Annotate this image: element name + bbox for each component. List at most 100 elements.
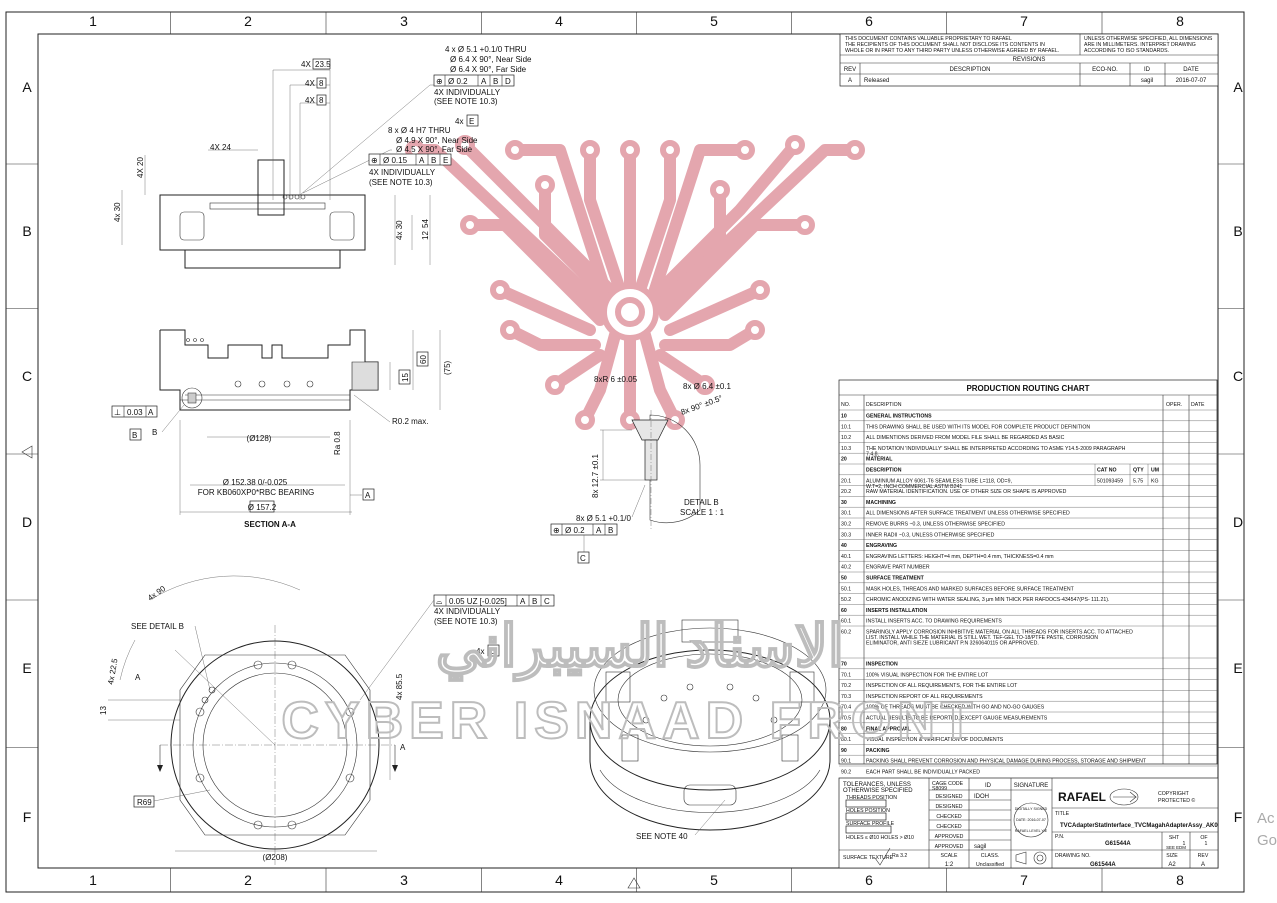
stamp-sub: RAFAEL LEVEL Y/E [1015, 829, 1048, 833]
routing-row-desc: ALUMINIUM ALLOY 6061-T6 SEAMLESS TUBE L=… [866, 478, 1012, 490]
perp-tol: 0.03 [127, 408, 143, 417]
surface-texture-ra: Ra 3.2 [892, 853, 907, 859]
routing-row-qty: 5.75 [1133, 478, 1143, 484]
id-label: ID [985, 783, 992, 789]
copyright-label: COPYRIGHT [1158, 791, 1190, 797]
routing-row-no: 90.1 [841, 759, 851, 765]
routing-row-no: 10.3 [841, 446, 851, 452]
sheet-value: 1 [1183, 841, 1186, 847]
detail-fcf-b: B [608, 526, 613, 535]
individually-label-3: 4X INDIVIDUALLY [434, 607, 501, 616]
radius-note: R0.2 max. [392, 417, 428, 426]
routing-row-no: 30.3 [841, 532, 851, 538]
top-dim-4x-c: 4X [305, 96, 315, 105]
section-cut-a-right: A [400, 743, 406, 752]
of-label: OF [1200, 835, 1207, 841]
role-label: CHECKED [936, 814, 962, 820]
tolerances-line-2: OTHERWISE SPECIFIED [843, 788, 913, 794]
dim-13: 13 [99, 706, 108, 715]
role-label: APPROVED [935, 834, 964, 840]
profile-c: C [544, 597, 550, 606]
routing-row-no: 40.1 [841, 554, 851, 560]
dim-15: 15 [401, 373, 410, 382]
rev-row-desc: Released [864, 78, 889, 84]
routing-row-desc: EACH PART SHALL BE INDIVIDUALLY PACKED [866, 770, 980, 776]
zone-col-top-5: 5 [710, 13, 718, 29]
datum-d: D [490, 647, 496, 656]
zone-col-bottom-3: 3 [400, 872, 408, 888]
fcf2-tol: Ø 0.15 [383, 156, 408, 165]
holes-size-label: HOLES ≤ Ø10 HOLES > Ø10 [846, 835, 914, 841]
zone-row-right-F: F [1234, 809, 1243, 825]
routing-row-no: 90 [841, 748, 847, 754]
detail-b-marker: B [152, 428, 157, 437]
top-dim-23-5: 23.5 [315, 60, 331, 69]
far-side-callout: Ø 6.4 X 90°, Far Side [450, 65, 527, 74]
corner-overlay-text: Ac Go [1257, 808, 1277, 852]
detail-label: DETAIL B [684, 498, 719, 507]
zone-col-top-2: 2 [244, 13, 252, 29]
zone-row-right-E: E [1233, 660, 1242, 676]
zone-row-left-C: C [22, 368, 32, 384]
watermark-latin: CYBER ISNAAD FRONT [281, 692, 978, 750]
dim-d128: (Ø128) [247, 434, 272, 443]
proprietary-line-1: THIS DOCUMENT CONTAINS VALUABLE PROPRIET… [845, 36, 1012, 42]
see-edm-label: SEE EDM [1166, 845, 1186, 850]
routing-row-no: 80 [841, 726, 847, 732]
drawing-title: TVCAdapterStatInterface_TVCMagahAdapterA… [1060, 823, 1218, 829]
routing-row-desc: ACTUAL RESULTS TO BE REPORTED, EXCEPT GA… [866, 716, 1048, 722]
circuit-watermark-icon [405, 135, 865, 430]
units-line-2: ARE IN MILLIMETERS. INTERPRET DRAWING [1084, 42, 1196, 48]
cage-code-label: CAGE CODE [932, 781, 964, 787]
routing-row-cat: 501093459 [1097, 478, 1123, 484]
routing-row-no: 60 [841, 608, 847, 614]
fcf-datum-a: A [481, 77, 487, 86]
near2-callout: Ø 4.9 X 90°, Near Side [396, 136, 478, 145]
zone-col-bottom-4: 4 [555, 872, 563, 888]
size-label: SIZE [1166, 853, 1178, 859]
proprietary-line-3: WHOLE OR IN PART TO ANY THIRD PARTY UNLE… [845, 48, 1059, 54]
zone-col-top-1: 1 [89, 13, 97, 29]
zone-row-left-E: E [22, 660, 31, 676]
routing-row-no: 20 [841, 457, 847, 463]
routing-row-desc: DESCRIPTION [866, 468, 902, 474]
routing-row-um: UM [1151, 468, 1159, 474]
dim-60: 60 [419, 355, 428, 364]
outer-frame [5, 11, 1245, 893]
rev-row-date: 2016-07-07 [1176, 78, 1207, 84]
center-mark-left-icon [21, 445, 33, 459]
zone-col-top-3: 3 [400, 13, 408, 29]
routing-row-no: 50 [841, 576, 847, 582]
routing-row-desc: RAW MATERIAL IDENTIFICATION. USE OF OTHE… [866, 489, 1067, 495]
detail-b-view: 8xR 6 ±0.05 8x Ø 6.4 ±0.1 8x 90° ±0.5° 8… [550, 375, 732, 564]
see-note-40: SEE NOTE 40 [636, 832, 688, 841]
detail-fcf-a: A [596, 526, 602, 535]
see-note-label: (SEE NOTE 10.3) [434, 97, 498, 106]
scale-value: 1:2 [945, 862, 954, 868]
zone-col-top-7: 7 [1020, 13, 1028, 29]
routing-row-desc: SURFACE TREATMENT [866, 576, 925, 582]
routing-row-no: 10.2 [841, 435, 851, 441]
rafael-emblem-icon [1109, 788, 1139, 806]
routing-row-no: 10.1 [841, 424, 851, 430]
far2-callout: Ø 4.5 X 90°, Far Side [396, 145, 473, 154]
see-detail-b: SEE DETAIL B [131, 622, 184, 631]
routing-row-desc: ENGRAVING LETTERS: HEIGHT=4 mm, DEPTH=0.… [866, 554, 1054, 560]
routing-row-no: 70.4 [841, 705, 851, 711]
routing-row-desc: 100% OF THREADS MUST BE CHECKED WITH GO … [866, 705, 1045, 711]
rev-value: A [1201, 862, 1205, 868]
routing-row-no: 10 [841, 414, 847, 420]
top-dim-8-b: 8 [319, 96, 324, 105]
datum-a: A [365, 491, 371, 500]
routing-header-oper: OPER. [1166, 402, 1182, 408]
dim-d152: Ø 152.38 0/-0.025 [223, 478, 288, 487]
rev-header-rev: REV [844, 67, 856, 73]
zone-col-top-6: 6 [865, 13, 873, 29]
routing-row-no: 20.2 [841, 489, 851, 495]
profile-fcf: ⌓ 0.05 UZ [-0.025] A B C [433, 594, 555, 607]
role-label: DESIGNED [935, 794, 962, 800]
rev-row-rev: A [848, 78, 852, 84]
perpendicularity-fcf: ⊥ 0.03 A [111, 405, 158, 418]
